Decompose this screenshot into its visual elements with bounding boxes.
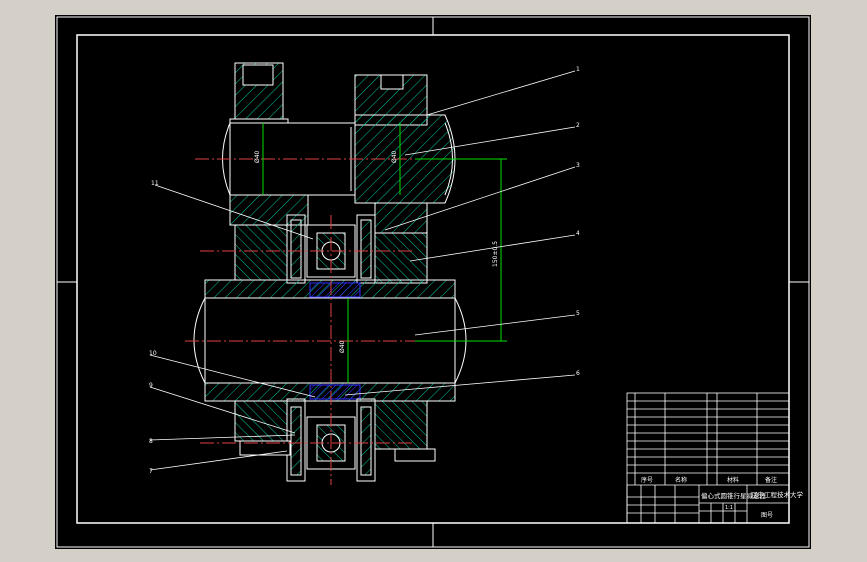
col-material: 材料 — [727, 476, 739, 484]
dimensions — [262, 123, 507, 383]
col-notes: 备注 — [765, 476, 777, 484]
part-label: 8 — [149, 438, 153, 445]
part-label: 2 — [576, 122, 580, 129]
dim-center: Ø40 — [339, 340, 346, 353]
title-block-text: 序号 名称 材料 备注 辽宁工程技术大学 偏心式圆锥行星减速器 图号 1:1 — [641, 476, 804, 519]
school-name: 辽宁工程技术大学 — [751, 490, 804, 499]
part-label: 10 — [149, 350, 157, 357]
center-shaft — [193, 279, 467, 402]
drawing-sheet: Ø40 Ø40 Ø40 150±0.5 — [55, 15, 811, 549]
part-label: 3 — [576, 162, 580, 169]
gear-assembly: Ø40 Ø40 Ø40 150±0.5 — [149, 62, 580, 485]
drawing-title: 偏心式圆锥行星减速器 — [701, 491, 767, 500]
part-label: 6 — [576, 370, 580, 377]
drawing-no: 图号 — [761, 512, 773, 519]
upper-shaft — [222, 62, 456, 234]
dim-upper-left: Ø40 — [254, 150, 261, 163]
part-label: 9 — [149, 382, 153, 389]
part-labels: 1 2 3 4 5 6 7 8 9 10 11 — [149, 66, 580, 475]
leader-lines — [149, 70, 576, 471]
centering-marks — [57, 17, 809, 547]
dim-center-distance: 150±0.5 — [492, 241, 499, 267]
part-label: 4 — [576, 230, 580, 237]
lower-planet-area — [234, 398, 436, 482]
part-label: 5 — [576, 310, 580, 317]
part-label: 11 — [151, 180, 159, 187]
col-seq: 序号 — [641, 476, 653, 484]
dim-upper-right: Ø40 — [391, 150, 398, 163]
title-block — [626, 392, 790, 524]
scale-value: 1:1 — [725, 505, 733, 511]
part-label: 7 — [149, 468, 153, 475]
assembly-drawing: Ø40 Ø40 Ø40 150±0.5 — [56, 16, 810, 548]
part-label: 1 — [576, 66, 580, 73]
col-name: 名称 — [675, 476, 687, 484]
